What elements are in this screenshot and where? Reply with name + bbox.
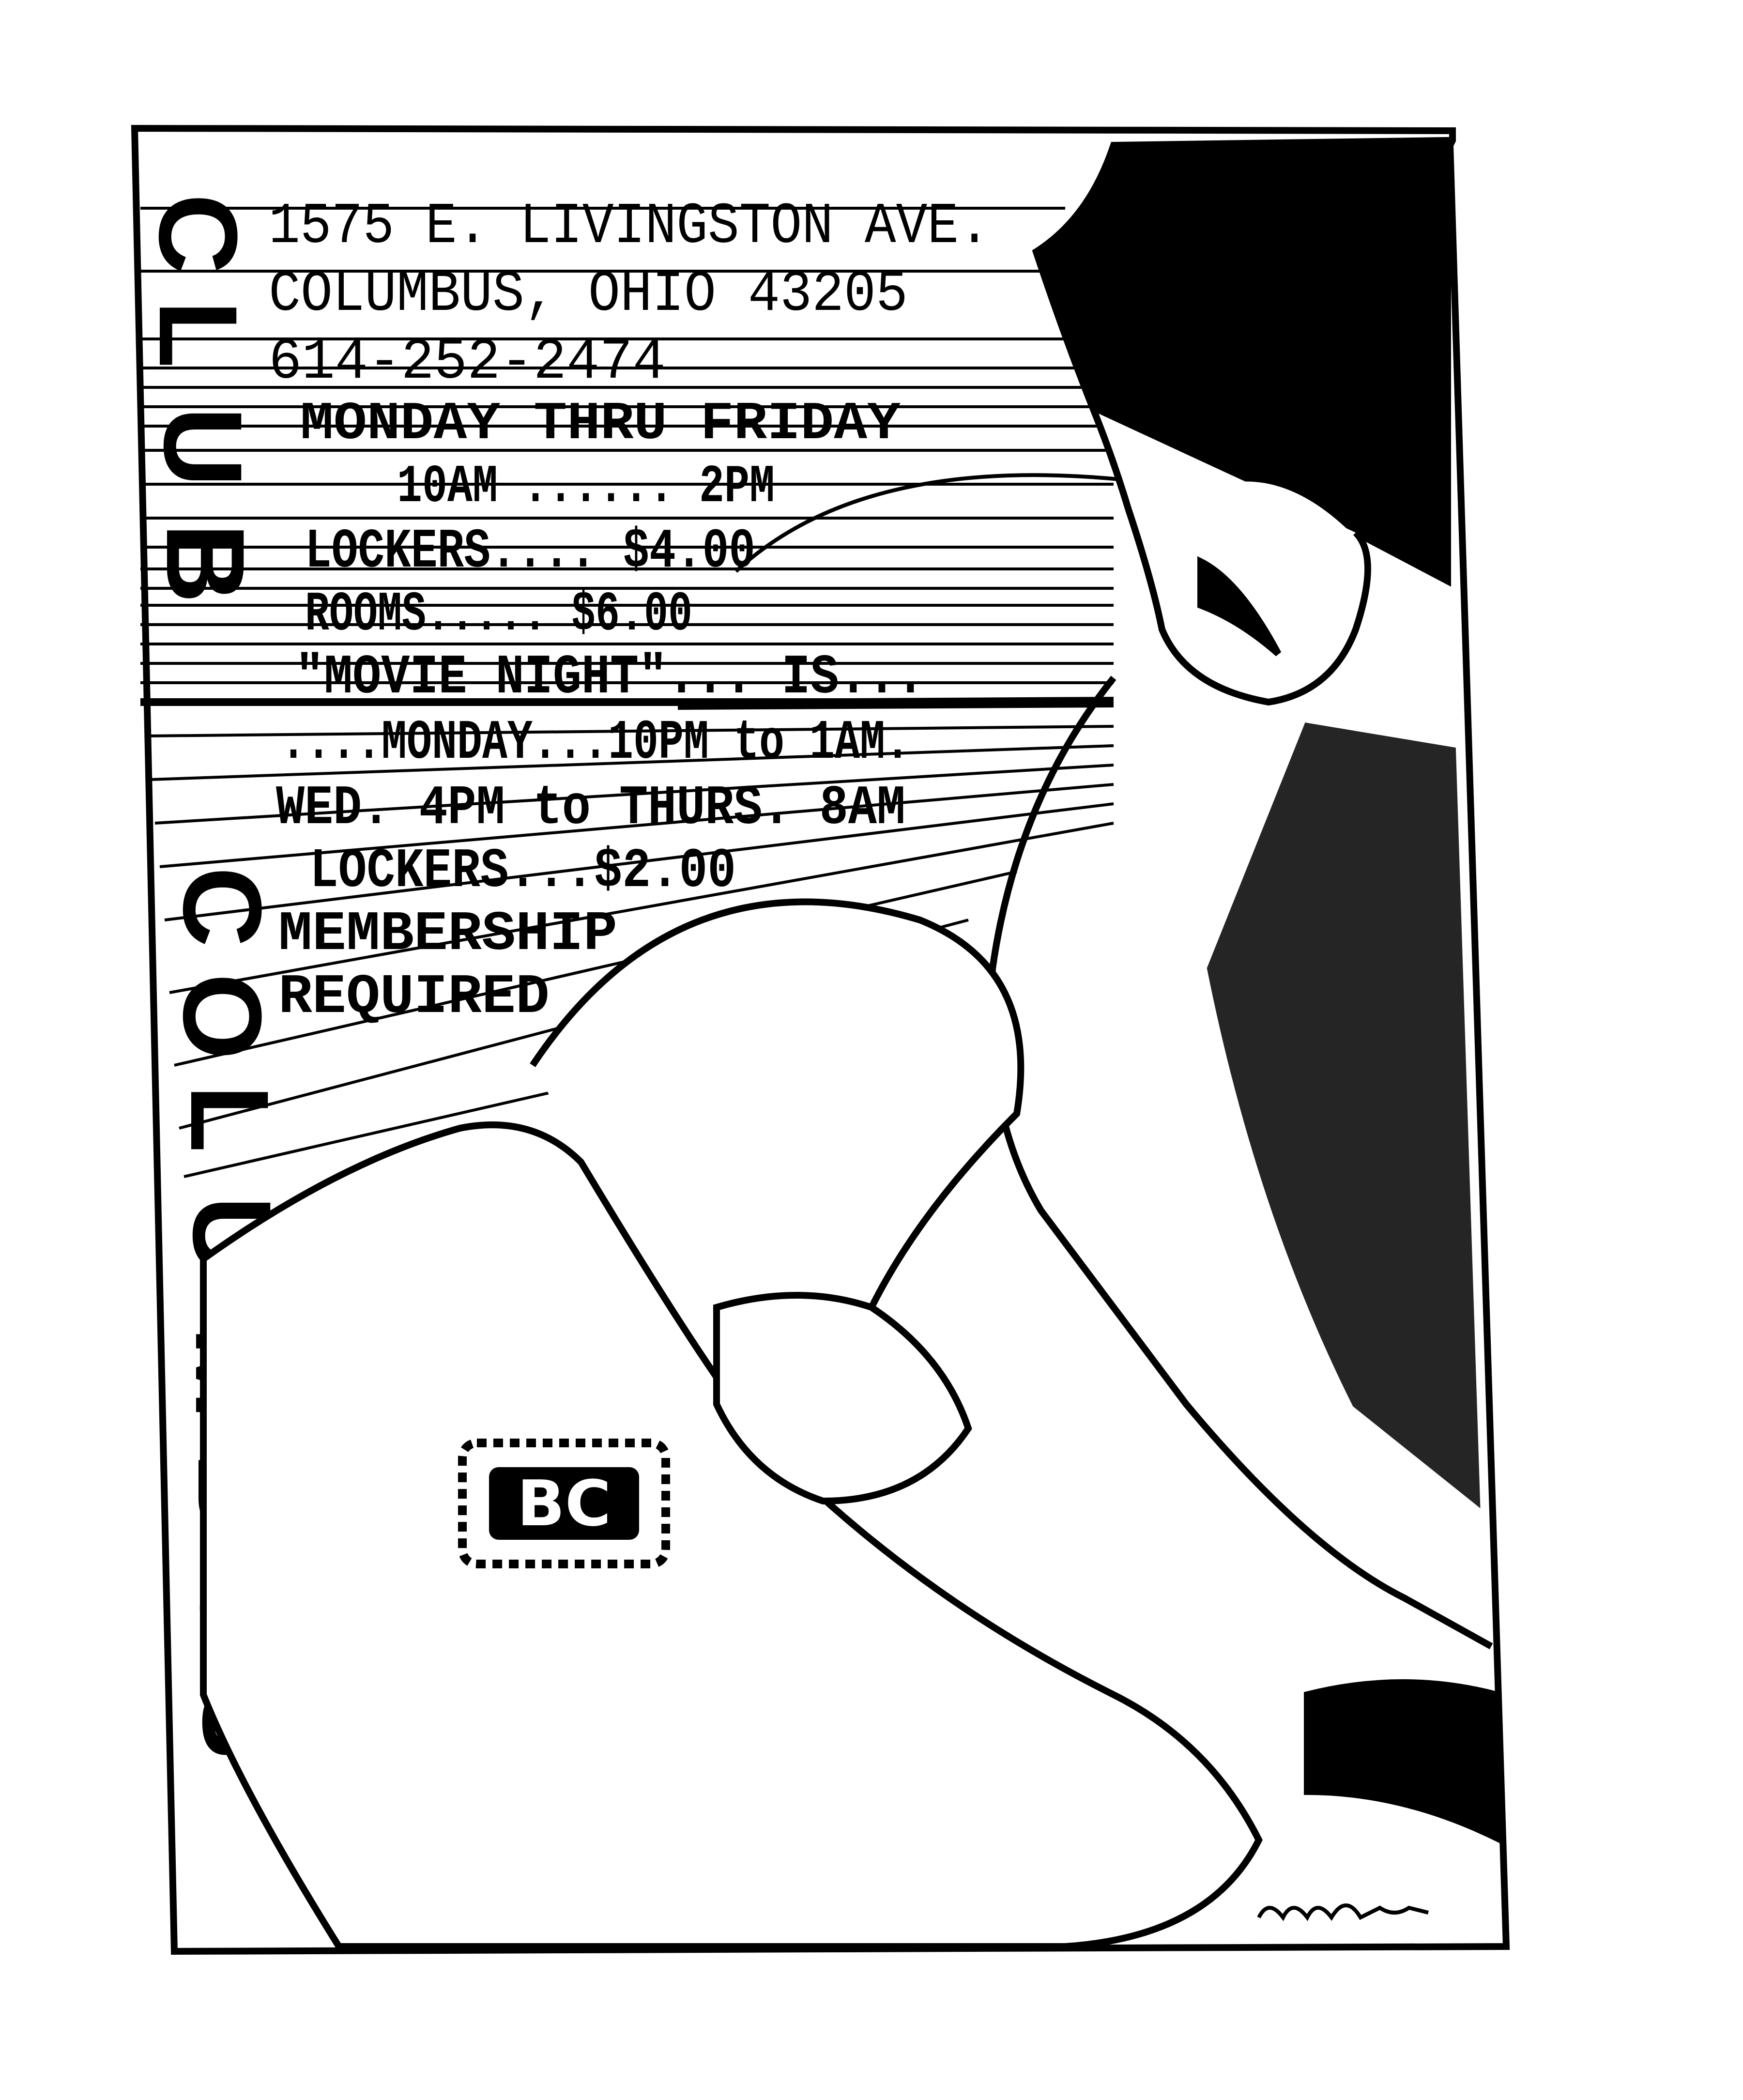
vertical-letter: U — [141, 407, 265, 487]
phone-number: 614-252-2474 — [269, 330, 666, 396]
rooms-price: ROOMS..... $6.00 — [305, 583, 692, 646]
bc-logo: BC — [458, 1439, 670, 1568]
special-time: WED. 4PM to THURS. 8AM — [276, 777, 905, 840]
bottom-shadow — [1304, 1679, 1505, 1846]
face — [1091, 410, 1371, 706]
horizon-line — [677, 697, 1114, 710]
vertical-letter: L — [136, 300, 260, 368]
sun-arc — [734, 473, 1162, 573]
membership-label: MEMBERSHIP — [278, 903, 617, 966]
movie-night-label: "MOVIE NIGHT"... IS... — [295, 646, 925, 709]
speed-lines — [140, 207, 1114, 1178]
open-hours: 10AM ...... 2PM — [397, 457, 775, 518]
address-line1: 1575 E. LIVINGSTON AVE. — [269, 194, 990, 260]
illustration-figure — [200, 137, 1505, 1950]
special-lockers-price: LOCKERS...$2.00 — [310, 840, 736, 903]
address-line2: COLUMBUS, OHIO 43205 — [269, 262, 908, 328]
mustache — [1197, 556, 1282, 657]
open-days: MONDAY THRU FRIDAY — [300, 394, 901, 455]
required-label: REQUIRED — [278, 966, 550, 1029]
artist-signature — [1257, 1903, 1429, 1921]
bc-logo-text: BC — [517, 1467, 612, 1540]
hand — [713, 1292, 972, 1505]
info-text: 1575 E. LIVINGSTON AVE. COLUMBUS, OHIO 4… — [269, 194, 990, 1029]
lockers-price: LOCKERS.... $4.00 — [305, 520, 755, 583]
movie-night-time: ....MONDAY...10PM to 1AM. — [281, 711, 910, 775]
vertical-letter: L — [168, 1085, 292, 1153]
vertical-letter: B — [143, 523, 268, 603]
chest-shading — [1207, 722, 1481, 1508]
vertical-letter: C — [136, 194, 260, 274]
shirt — [200, 1121, 1263, 1950]
vertical-title: C L U B C O L U M B U S — [136, 194, 304, 1759]
vertical-letter: O — [160, 973, 285, 1060]
vertical-letter: C — [160, 867, 285, 947]
